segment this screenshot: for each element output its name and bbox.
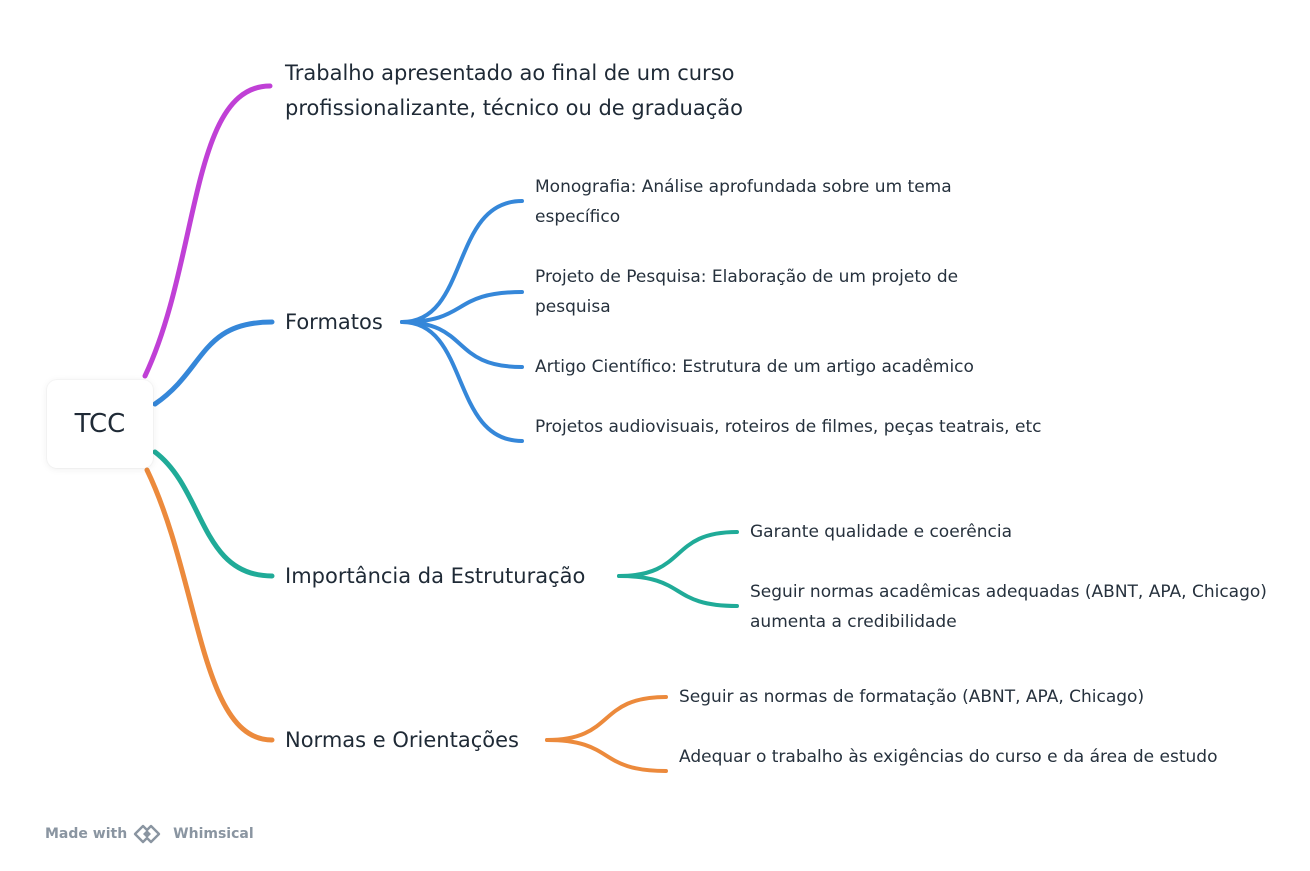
connector-formatos-child-3 [400, 320, 524, 369]
connector-formatos-child-4 [400, 320, 524, 443]
connector-importancia-child-2 [617, 574, 739, 608]
root-node[interactable]: TCC [47, 380, 153, 468]
branch-importancia-label[interactable]: Importância da Estruturação [285, 564, 586, 588]
connector-formatos-child-1 [400, 199, 524, 324]
root-node-label: TCC [74, 409, 126, 439]
formatos-child-artigo[interactable]: Artigo Científico: Estrutura de um artig… [535, 357, 974, 377]
connector-root-definicao [142, 83, 273, 379]
connector-importancia-child-1 [617, 530, 739, 578]
branch-definicao-label[interactable]: Trabalho apresentado ao final de um curs… [285, 61, 743, 120]
importancia-child-normas[interactable]: Seguir normas acadêmicas adequadas (ABNT… [750, 582, 1267, 632]
whimsical-brand-label: Whimsical [173, 826, 254, 842]
connector-formatos-child-2 [400, 290, 524, 324]
made-with-whimsical[interactable]: Made with Whimsical [45, 824, 254, 844]
branch-normas-label[interactable]: Normas e Orientações [285, 728, 519, 752]
branch-formatos-label[interactable]: Formatos [285, 310, 383, 334]
formatos-child-monografia[interactable]: Monografia: Análise aprofundada sobre um… [535, 177, 952, 227]
formatos-child-audiovisuais[interactable]: Projetos audiovisuais, roteiros de filme… [535, 417, 1042, 437]
connector-root-importancia [152, 449, 275, 579]
connector-normas-child-2 [545, 738, 668, 773]
made-with-label: Made with [45, 826, 128, 842]
connector-root-normas [144, 467, 275, 743]
normas-child-exigencias[interactable]: Adequar o trabalho às exigências do curs… [679, 747, 1218, 767]
formatos-child-projeto-pesquisa[interactable]: Projeto de Pesquisa: Elaboração de um pr… [535, 267, 959, 317]
importancia-child-qualidade[interactable]: Garante qualidade e coerência [750, 522, 1012, 542]
normas-child-formatacao[interactable]: Seguir as normas de formatação (ABNT, AP… [679, 687, 1145, 707]
connector-normas-child-1 [545, 695, 668, 742]
whimsical-logo-icon [133, 824, 161, 844]
connector-root-formatos [152, 319, 275, 407]
